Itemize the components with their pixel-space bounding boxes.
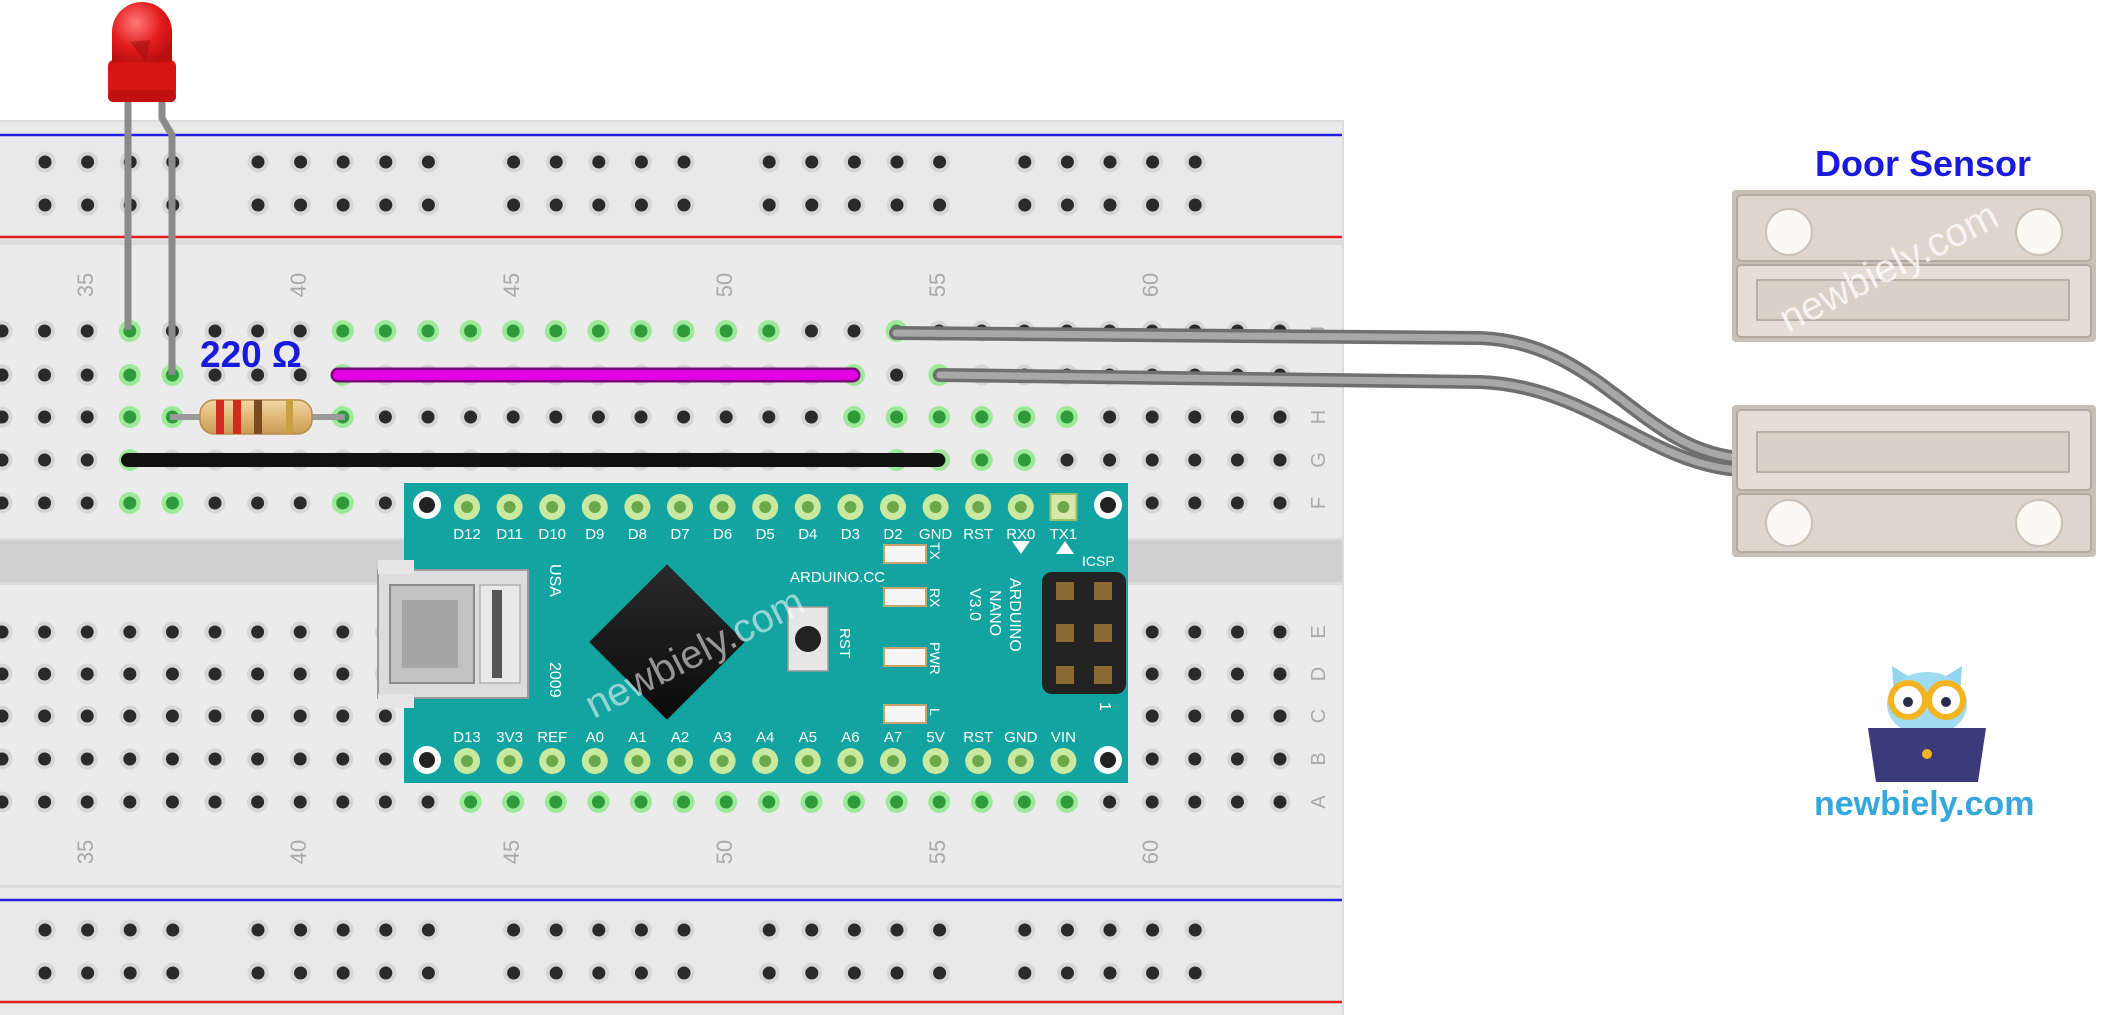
pin-label-top-rx0: RX0 (1006, 526, 1035, 543)
pin-label-top-rst: RST (963, 526, 993, 543)
column-number-55-bottom: 55 (925, 840, 950, 864)
rx-arrow (1012, 541, 1030, 554)
column-number-35-top: 35 (73, 273, 98, 297)
icsp-label: ICSP (1082, 553, 1115, 569)
icsp-pin1-label: 1 (1096, 702, 1113, 711)
row-letter-f: F (1308, 497, 1330, 509)
arduino-site-label: ARDUINO.CC (790, 569, 885, 586)
rst-button-label: RST (836, 628, 853, 658)
column-number-40-bottom: 40 (286, 840, 311, 864)
pin-label-top-d2: D2 (883, 526, 902, 543)
row-letter-b: B (1308, 752, 1330, 765)
pin-label-top-tx1: TX1 (1050, 526, 1078, 543)
column-number-45-bottom: 45 (499, 840, 524, 864)
row-letter-e: E (1308, 625, 1330, 638)
column-number-35-bottom: 35 (73, 840, 98, 864)
pin-label-bottom-a1: A1 (628, 729, 646, 746)
pin-label-bottom-5v: 5V (926, 729, 944, 746)
column-number-60-bottom: 60 (1138, 840, 1163, 864)
row-letter-c: C (1308, 709, 1330, 723)
status-leds (883, 544, 927, 724)
pin-label-top-d11: D11 (496, 526, 522, 543)
icsp-header (1042, 572, 1126, 694)
usa-label: USA (546, 564, 563, 597)
door-sensor-cables (889, 326, 1747, 477)
column-number-40-top: 40 (286, 273, 311, 297)
pin-label-bottom-a7: A7 (884, 729, 902, 746)
owl-icon (1868, 666, 1986, 782)
board-name-line3: V3.0 (966, 588, 983, 621)
pin-label-bottom-a4: A4 (756, 729, 774, 746)
column-number-45-top: 45 (499, 273, 524, 297)
pin-label-bottom-a5: A5 (799, 729, 817, 746)
pin-label-top-d9: D9 (585, 526, 604, 543)
led-label-l: L (927, 708, 943, 716)
pin-label-bottom-a6: A6 (841, 729, 859, 746)
pin-label-top-d4: D4 (798, 526, 817, 543)
row-letter-g: G (1308, 452, 1330, 468)
door-sensor-title: Door Sensor (1815, 143, 2032, 184)
column-number-55-top: 55 (925, 273, 950, 297)
pin-label-bottom-gnd: GND (1004, 729, 1038, 746)
pin-label-bottom-3v3: 3V3 (496, 729, 523, 746)
led-label-pwr: PWR (927, 642, 943, 675)
microcontroller-chip (589, 564, 745, 720)
pin-label-top-d8: D8 (628, 526, 647, 543)
row-letter-h: H (1308, 410, 1330, 424)
pin-label-bottom-a3: A3 (713, 729, 731, 746)
resistor-value-label: 220 Ω (200, 334, 302, 375)
pin-label-bottom-a0: A0 (586, 729, 604, 746)
row-letter-a: A (1308, 795, 1330, 809)
pin-label-bottom-vin: VIN (1051, 729, 1076, 746)
pin-label-top-gnd: GND (919, 526, 953, 543)
resistor-220-ohm (170, 399, 345, 435)
pin-label-top-d10: D10 (538, 526, 566, 543)
pin-label-top-d12: D12 (453, 526, 481, 543)
pin-label-bottom-ref: REF (537, 729, 567, 746)
column-number-50-bottom: 50 (712, 840, 737, 864)
tx-arrow (1056, 541, 1074, 554)
newbiely-logo (1862, 658, 1992, 786)
led-label-tx: TX (927, 542, 943, 561)
brand-label: newbiely.com (1814, 785, 2035, 823)
pin-label-bottom-rst: RST (963, 729, 993, 746)
led-leg-anode (158, 100, 176, 375)
column-number-60-top: 60 (1138, 273, 1163, 297)
board-name-line2: NANO (986, 590, 1003, 636)
arduino-nano: RST TX RX PWR L ARDUINO.CC USA 2009 ARDU… (377, 483, 1128, 783)
red-led (108, 2, 176, 375)
pin-label-bottom-a2: A2 (671, 729, 689, 746)
breadboard-column-numbers: 35 35 40 40 45 45 50 50 55 55 60 60 (73, 273, 1163, 864)
pin-label-top-d5: D5 (756, 526, 775, 543)
usb-connector (377, 560, 529, 708)
arduino-pins (454, 493, 1078, 774)
led-label-rx: RX (927, 588, 943, 608)
column-number-50-top: 50 (712, 273, 737, 297)
board-name-line1: ARDUINO (1006, 578, 1023, 652)
pin-label-top-d3: D3 (841, 526, 860, 543)
door-sensor-magnet (1732, 190, 2096, 342)
pin-label-top-d7: D7 (670, 526, 689, 543)
row-letter-d: D (1308, 667, 1330, 681)
reset-button (787, 606, 829, 672)
pin-label-bottom-d13: D13 (453, 729, 481, 746)
pin-label-top-d6: D6 (713, 526, 732, 543)
year-label: 2009 (546, 662, 563, 698)
door-sensor-switch (1732, 405, 2096, 557)
